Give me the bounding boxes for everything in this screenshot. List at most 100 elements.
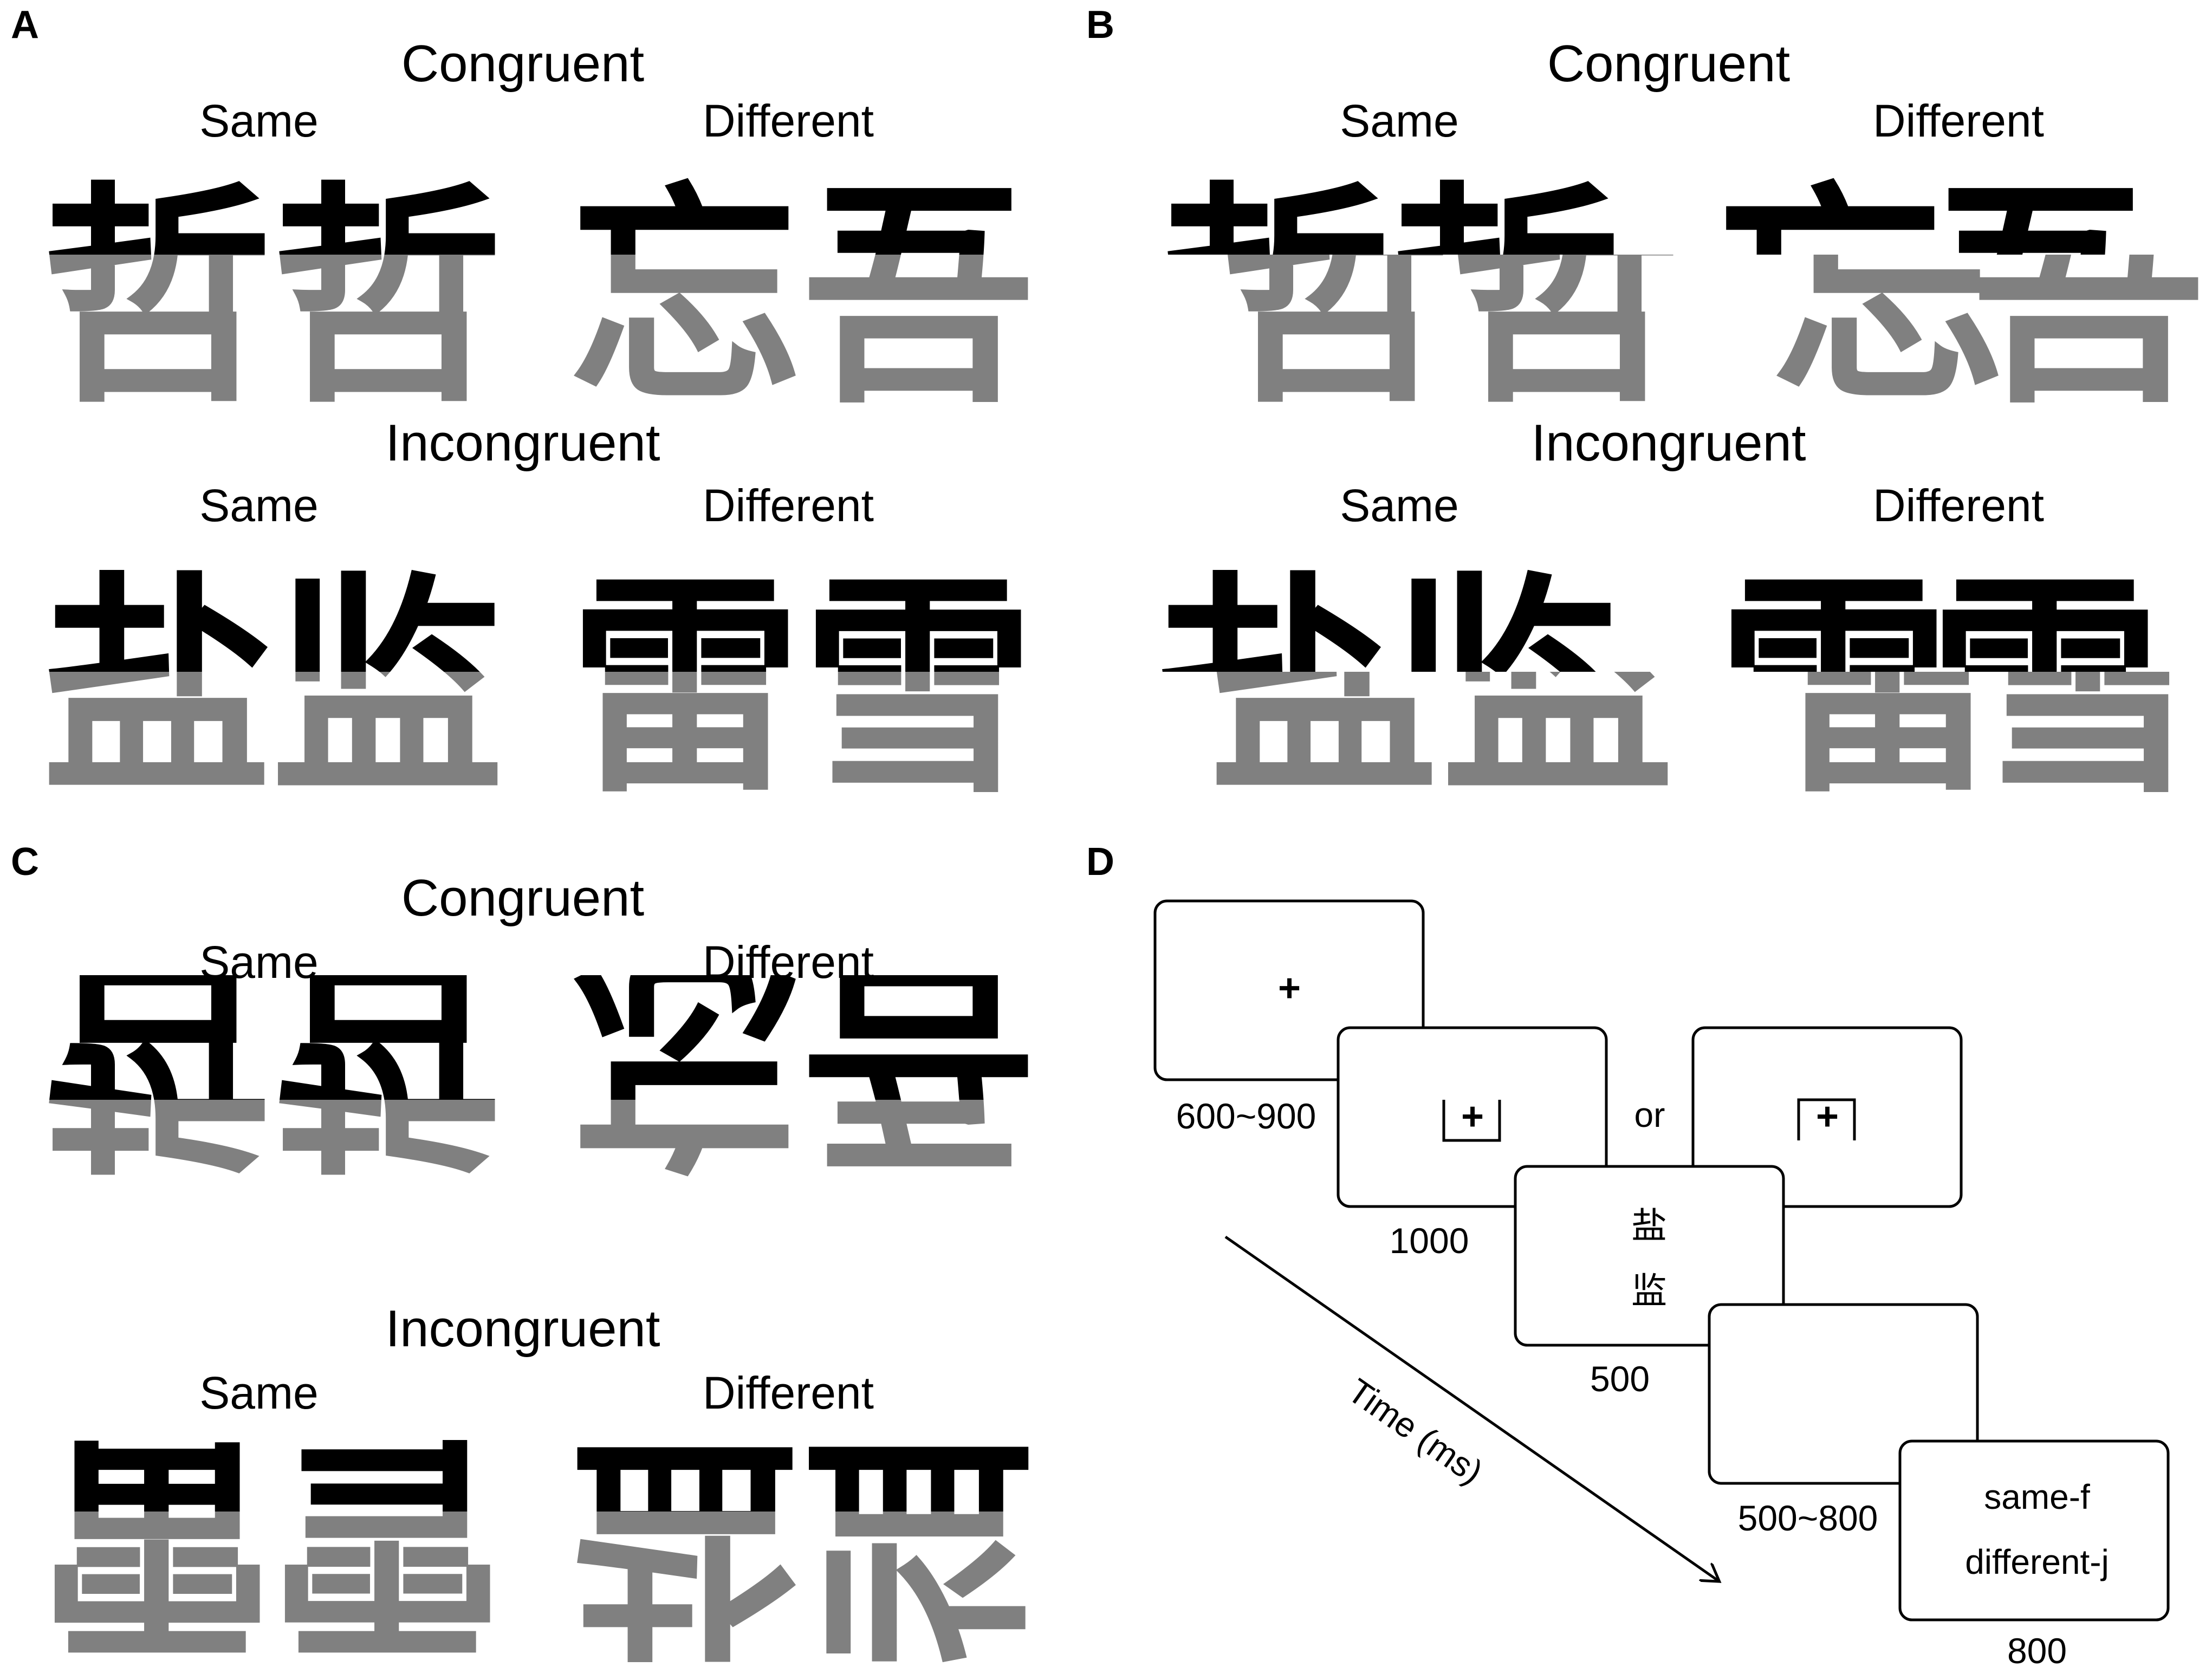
character-pair-incongruent-same-inverted: 雷 雪 雷 雪 — [41, 1407, 504, 1667]
character: 盐 — [41, 551, 274, 825]
character: 监 — [1441, 551, 1674, 825]
character: 盐 — [1154, 551, 1387, 825]
blank-screen — [1708, 1303, 1979, 1485]
stimulus-character-bottom: 监 — [1631, 1270, 1667, 1312]
character: 哲 — [41, 161, 274, 434]
character: 吾 — [802, 161, 1035, 434]
character: 忘 — [569, 920, 802, 1194]
character: 哲 — [271, 161, 504, 434]
character-pair-congruent-same-inverted: 哲 哲 哲 哲 — [41, 920, 504, 1194]
character-pair-incongruent-same: 盐 监 盐 监 — [41, 551, 504, 825]
character: 哲 — [1449, 161, 1682, 434]
incongruent-title: Incongruent — [1531, 414, 1806, 472]
timing-label: 800 — [2007, 1631, 2067, 1667]
character: 雷 — [569, 551, 802, 825]
timing-label: 600~900 — [1176, 1096, 1316, 1136]
character: 忘 — [569, 161, 802, 434]
timing-label: 500~800 — [1738, 1498, 1878, 1538]
cue-bracket-top — [1797, 1098, 1856, 1140]
character: 盐 — [569, 1407, 802, 1667]
character: 哲 — [271, 920, 504, 1194]
character: 雷 — [41, 1407, 274, 1667]
panel-d: D + 600~900 + 1000 or + 盐 监 500 500~800 … — [1086, 840, 2170, 1667]
fixation-cross: + — [1278, 967, 1301, 1010]
character: 雪 — [1929, 551, 2162, 825]
character: 雷 — [1772, 551, 2005, 825]
character: 哲 — [41, 920, 274, 1194]
response-different-label: different-j — [1965, 1542, 2109, 1581]
same-label: Same — [199, 480, 318, 531]
or-label: or — [1634, 1095, 1665, 1134]
character: 哲 — [41, 920, 274, 1194]
character: 忘 — [1715, 161, 1948, 434]
panel-b: B Congruent Same Different 哲 哲 哲 哲 忘 吾 忘… — [1086, 3, 2205, 825]
character-pair-incongruent-different-inverted: 盐 监 盐 监 — [569, 1407, 1035, 1667]
character: 吾 — [802, 161, 1035, 434]
character: 哲 — [271, 920, 504, 1194]
same-label: Same — [199, 937, 318, 988]
character: 盐 — [569, 1407, 802, 1667]
character: 吾 — [1923, 161, 2156, 434]
different-label: Different — [703, 480, 874, 531]
same-label: Same — [199, 1367, 318, 1418]
character: 监 — [271, 551, 504, 825]
character-pair-incongruent-same: 盐 监 盐 监 — [1154, 551, 1674, 825]
character: 哲 — [41, 161, 274, 434]
fixation-cross: + — [1816, 1095, 1839, 1138]
panel-letter-a: A — [11, 3, 39, 47]
stimulus-character-top: 盐 — [1631, 1205, 1667, 1247]
character: 雷 — [569, 551, 802, 825]
same-label: Same — [1340, 95, 1458, 146]
character-pair-incongruent-different: 雷 雪 雷 雪 — [569, 551, 1035, 825]
stimulus-screen — [1514, 1165, 1785, 1347]
character: 雪 — [1972, 551, 2205, 825]
character: 哲 — [271, 161, 504, 434]
timing-label: 500 — [1590, 1359, 1650, 1399]
cue-bracket-bottom — [1442, 1100, 1501, 1142]
character: 哲 — [1219, 161, 1452, 434]
different-label: Different — [703, 937, 874, 988]
panel-c: C Congruent Same Different 哲 哲 哲 哲 忘 — [11, 840, 1035, 1667]
character: 忘 — [569, 920, 802, 1194]
congruent-title: Congruent — [401, 869, 644, 927]
character: 雷 — [1717, 551, 1950, 825]
panel-letter-c: C — [11, 840, 39, 884]
character: 雪 — [271, 1407, 504, 1667]
time-arrow — [1224, 1235, 1718, 1581]
character: 雪 — [271, 1407, 504, 1667]
character: 盐 — [1208, 551, 1441, 825]
panel-a: A Congruent Same Different 哲 哲 哲 哲 忘 吾 忘… — [11, 3, 1035, 825]
same-label: Same — [1340, 480, 1458, 531]
character: 忘 — [569, 161, 802, 434]
different-label: Different — [703, 1367, 874, 1418]
character: 哲 — [1159, 161, 1392, 434]
fixation-cross: + — [1461, 1095, 1484, 1138]
panel-letter-d: D — [1086, 840, 1114, 884]
character-pair-congruent-same: 哲 哲 哲 哲 — [1159, 161, 1682, 434]
character: 雪 — [802, 551, 1035, 825]
same-label: Same — [199, 95, 318, 146]
character-pair-congruent-different: 忘 吾 忘 吾 — [1715, 161, 2205, 434]
character: 盐 — [41, 551, 274, 825]
character-pair-congruent-different-inverted: 忘 吾 忘 吾 — [569, 920, 1035, 1194]
character: 监 — [802, 1407, 1035, 1667]
incongruent-title: Incongruent — [385, 414, 660, 472]
panel-letter-b: B — [1086, 3, 1114, 47]
character: 吾 — [802, 920, 1035, 1194]
congruent-title: Congruent — [401, 35, 644, 93]
different-label: Different — [1873, 95, 2044, 146]
different-label: Different — [703, 95, 874, 146]
character: 监 — [802, 1407, 1035, 1667]
timing-label: 1000 — [1390, 1221, 1469, 1261]
character-pair-congruent-different: 忘 吾 忘 吾 — [569, 161, 1035, 434]
character: 忘 — [1772, 161, 2005, 434]
response-same-label: same-f — [1984, 1477, 2090, 1516]
character-pair-congruent-same: 哲 哲 哲 哲 — [41, 161, 504, 434]
congruent-title: Congruent — [1547, 35, 1790, 93]
character: 吾 — [802, 920, 1035, 1194]
response-screen — [1898, 1439, 2170, 1621]
character: 监 — [271, 551, 504, 825]
different-label: Different — [1873, 480, 2044, 531]
character: 雪 — [802, 551, 1035, 825]
